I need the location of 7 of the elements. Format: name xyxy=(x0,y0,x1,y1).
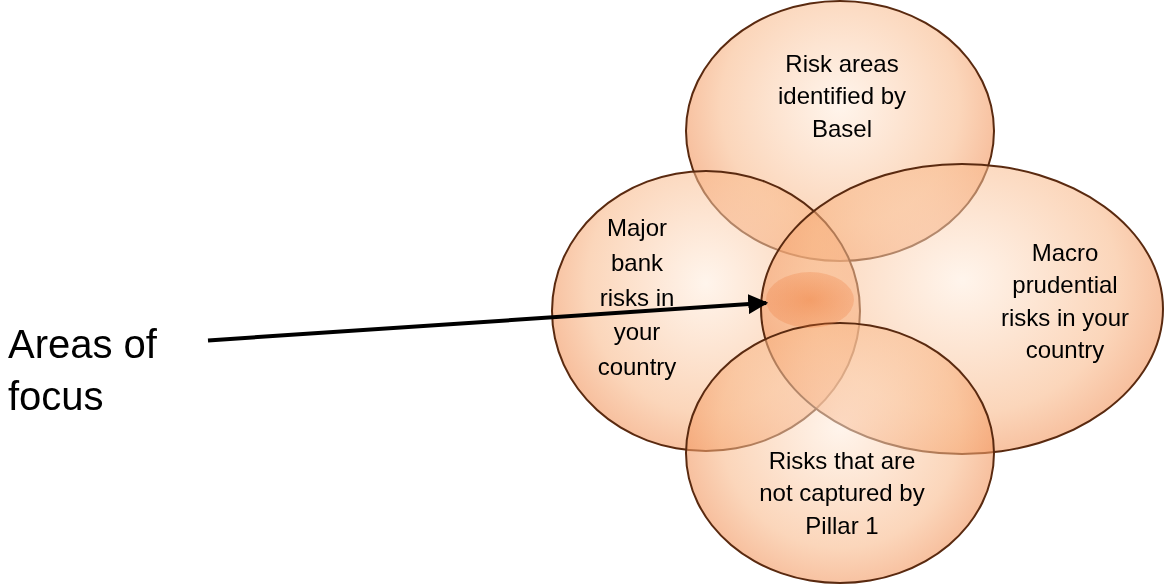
callout-text: Areas of focus xyxy=(8,321,158,420)
circle-label: Risks that are not captured by Pillar 1 xyxy=(758,446,926,541)
circle-label: Risk areas identified by Basel xyxy=(776,49,908,144)
leader-arrow xyxy=(207,294,769,343)
overlap-area xyxy=(766,272,854,328)
circle-label: Major bank risks in your country xyxy=(596,213,678,383)
circle-label: Macro prudential risks in your country xyxy=(1000,238,1130,366)
